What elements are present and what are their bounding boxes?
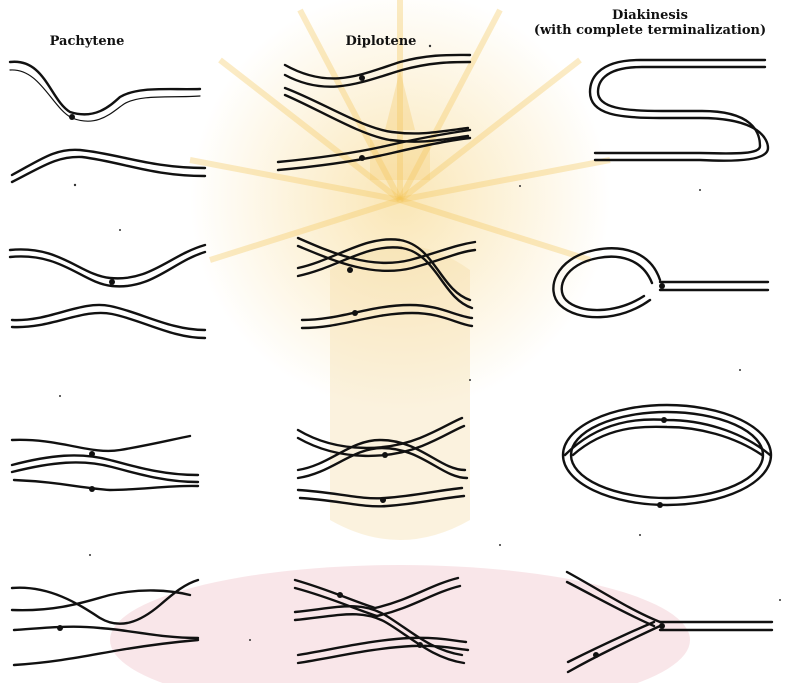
- diplotene-row-2: [298, 238, 475, 328]
- pachytene-row-4: [12, 580, 198, 665]
- diakinesis-row-2: [553, 248, 768, 317]
- diplotene-row-4: [295, 578, 468, 663]
- pachytene-row-3: [12, 436, 198, 492]
- pachytene-row-1: [10, 62, 205, 182]
- diplotene-row-3: [298, 418, 467, 506]
- centromere: [69, 114, 75, 120]
- diakinesis-row-1: [590, 60, 768, 161]
- diakinesis-row-4: [567, 572, 772, 672]
- diplotene-row-1: [278, 55, 470, 170]
- diakinesis-row-3: [563, 405, 771, 508]
- pachytene-row-2: [10, 245, 205, 338]
